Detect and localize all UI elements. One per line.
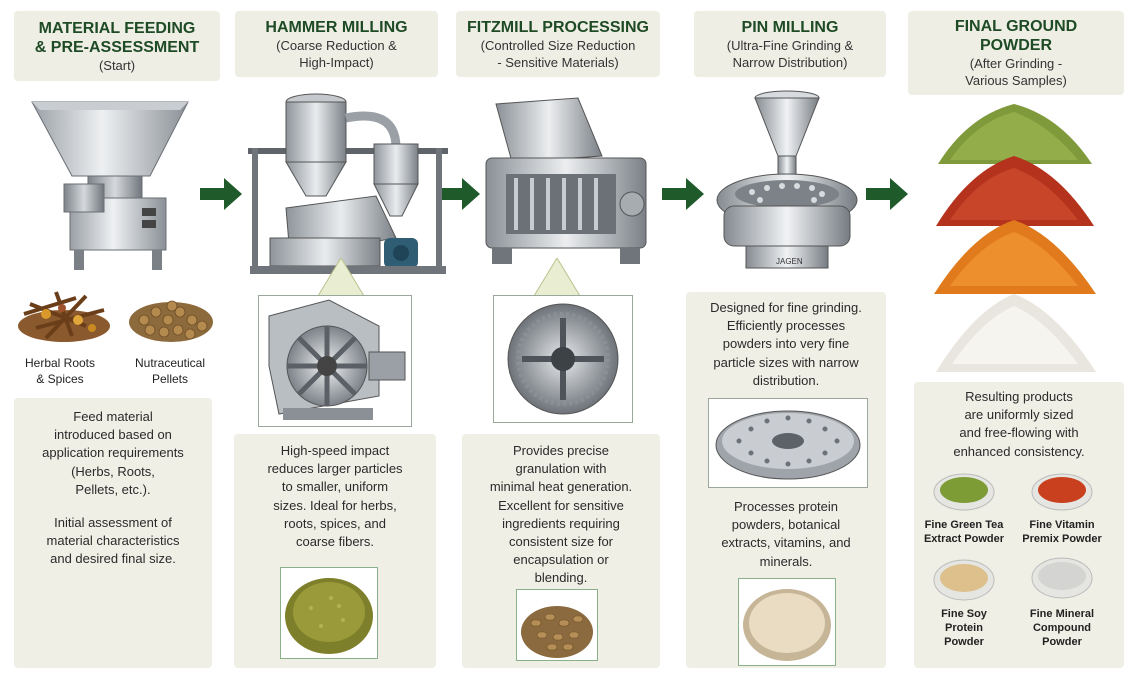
product-label-mineral: Fine Mineral Compound Powder <box>1029 608 1095 648</box>
hammer-mill-cutaway-image <box>258 295 412 427</box>
flow-arrow-icon <box>438 178 480 210</box>
pin-description-text: Designed for fine grinding. Efficiently … <box>710 300 862 388</box>
stage-title: HAMMER MILLING <box>265 18 408 36</box>
feeder-hopper-image <box>30 96 200 274</box>
hammer-description-text: High-speed impact reduces larger particl… <box>267 443 403 550</box>
nutraceutical-pellets-image <box>128 290 214 344</box>
stage-header-final: FINAL GROUND POWDER (After Grinding - Va… <box>908 11 1124 95</box>
pin-disc-image <box>708 398 868 488</box>
hammer-mill-image <box>246 88 451 280</box>
stage-header-feeding: MATERIAL FEEDING & PRE-ASSESSMENT (Start… <box>14 11 220 81</box>
flow-arrow-icon <box>662 178 704 210</box>
stage-title: FINAL GROUND POWDER <box>954 18 1078 54</box>
stage-subtitle: (Start) <box>98 57 136 73</box>
callout-triangle <box>534 258 580 296</box>
feeding-description-text: Feed material introduced based on applic… <box>42 409 184 497</box>
herbal-roots-image <box>16 284 112 346</box>
stage-title: PIN MILLING <box>741 18 839 36</box>
stage-subtitle: (After Grinding - Various Samples) <box>965 56 1067 88</box>
ground-herbs-image <box>280 567 378 659</box>
stage-subtitle: (Ultra-Fine Grinding & Narrow Distributi… <box>726 37 854 70</box>
stage-title: FITZMILL PROCESSING <box>467 18 649 36</box>
flow-arrow-icon <box>866 178 908 210</box>
granules-image <box>516 589 598 661</box>
final-description-panel <box>914 382 1124 668</box>
stage-subtitle: (Controlled Size Reduction - Sensitive M… <box>480 37 636 70</box>
sample-label-pellets: Nutraceutical Pellets <box>134 356 206 386</box>
soy-protein-powder-image <box>932 556 996 602</box>
fitzmill-description-text: Provides precise granulation with minima… <box>489 443 633 586</box>
stage-subtitle: (Coarse Reduction & High-Impact) <box>276 37 397 70</box>
mineral-compound-powder-image <box>1030 554 1094 600</box>
sample-label-herbal: Herbal Roots & Spices <box>24 356 96 386</box>
stage-header-fitzmill: FITZMILL PROCESSING (Controlled Size Red… <box>456 11 660 77</box>
flow-arrow-icon <box>200 178 242 210</box>
green-tea-powder-image <box>932 470 996 512</box>
feeding-assessment-text: Initial assessment of material character… <box>46 515 180 567</box>
callout-triangle <box>318 258 364 296</box>
pin-mill-image: JAGEN <box>712 88 862 288</box>
fitzmill-rotor-image <box>493 295 633 423</box>
final-description-text: Resulting products are uniformly sized a… <box>953 389 1085 459</box>
pin-mill-brand: JAGEN <box>776 257 803 266</box>
stage-header-hammer: HAMMER MILLING (Coarse Reduction & High-… <box>235 11 438 77</box>
product-label-green-tea: Fine Green Tea Extract Powder <box>923 519 1005 545</box>
fitzmill-image <box>482 96 652 266</box>
pin-applications-text: Processes protein powders, botanical ext… <box>721 499 851 569</box>
feeding-description-panel <box>14 398 212 668</box>
protein-powder-image <box>738 578 836 666</box>
product-label-vitamin: Fine Vitamin Premix Powder <box>1022 519 1102 545</box>
stage-header-pin: PIN MILLING (Ultra-Fine Grinding & Narro… <box>694 11 886 77</box>
vitamin-premix-powder-image <box>1030 470 1094 512</box>
powder-piles-image <box>928 98 1102 380</box>
product-label-soy: Fine Soy Protein Powder <box>941 608 987 648</box>
stage-title: MATERIAL FEEDING & PRE-ASSESSMENT <box>34 19 200 56</box>
